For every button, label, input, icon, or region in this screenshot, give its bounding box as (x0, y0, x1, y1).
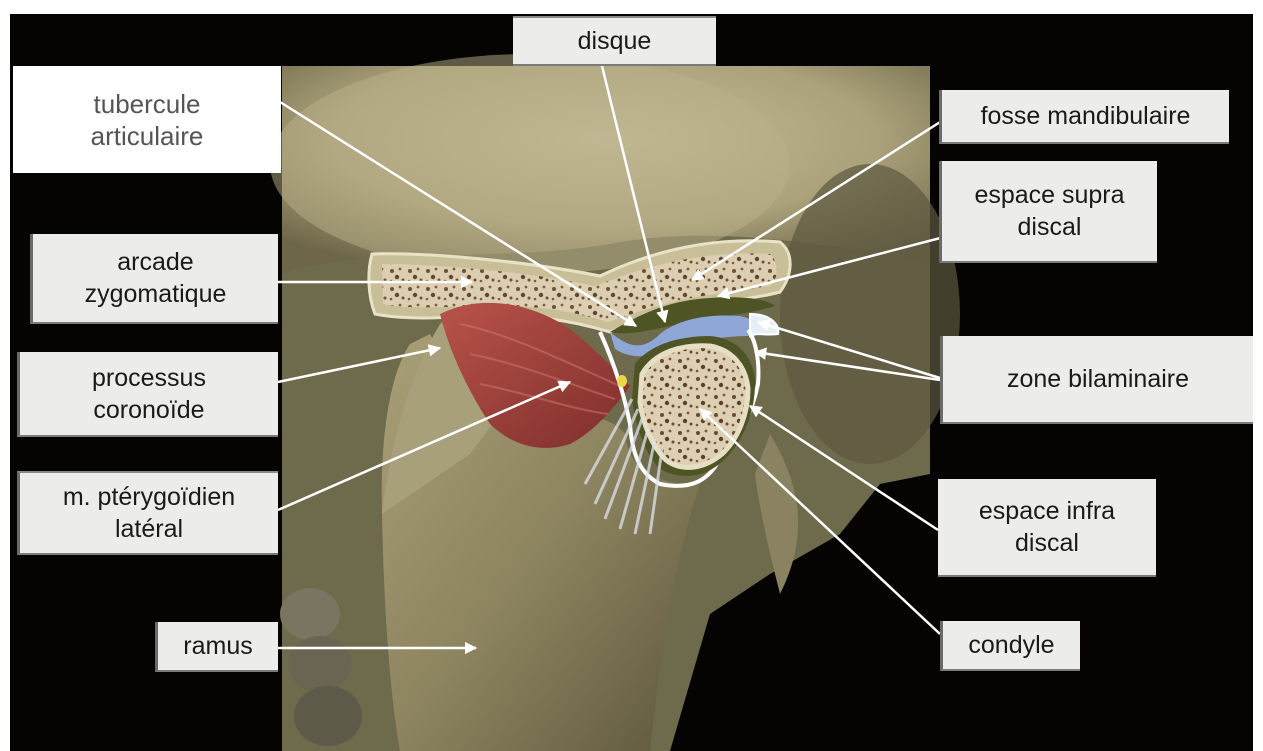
label-m-pterygoidien-lateral: m. ptérygoïdien latéral (17, 471, 278, 555)
label-fosse-mandibulaire: fosse mandibulaire (939, 90, 1229, 144)
label-arcade-zygomatique: arcade zygomatique (30, 234, 278, 324)
label-espace-infra-discal: espace infra discal (938, 479, 1156, 577)
label-bilaminaire-text: zone bilaminaire (1007, 363, 1189, 395)
label-zone-bilaminaire: zone bilaminaire (940, 336, 1253, 424)
label-ramus-text: ramus (183, 630, 252, 662)
label-infra-text: espace infra discal (979, 495, 1115, 559)
label-espace-supra-discal: espace supra discal (939, 161, 1157, 263)
label-supra-text: espace supra discal (974, 179, 1124, 243)
label-ramus: ramus (155, 622, 278, 672)
label-pterygoidien-text: m. ptérygoïdien latéral (63, 481, 235, 545)
label-condyle: condyle (940, 621, 1080, 671)
label-condyle-text: condyle (968, 629, 1054, 661)
label-tubercule-articulaire: tubercule articulaire (13, 66, 281, 173)
label-processus-coronoide: processus coronoïde (17, 352, 278, 437)
diagram-stage: disque tubercule articulaire fosse mandi… (10, 14, 1253, 751)
yellow-marker (617, 375, 627, 387)
label-disque: disque (513, 16, 716, 66)
label-fosse-text: fosse mandibulaire (981, 100, 1191, 132)
label-disque-text: disque (578, 25, 652, 57)
label-coronoide-text: processus coronoïde (92, 362, 206, 426)
label-arcade-text: arcade zygomatique (85, 246, 227, 310)
label-tubercule-text: tubercule articulaire (91, 88, 204, 152)
